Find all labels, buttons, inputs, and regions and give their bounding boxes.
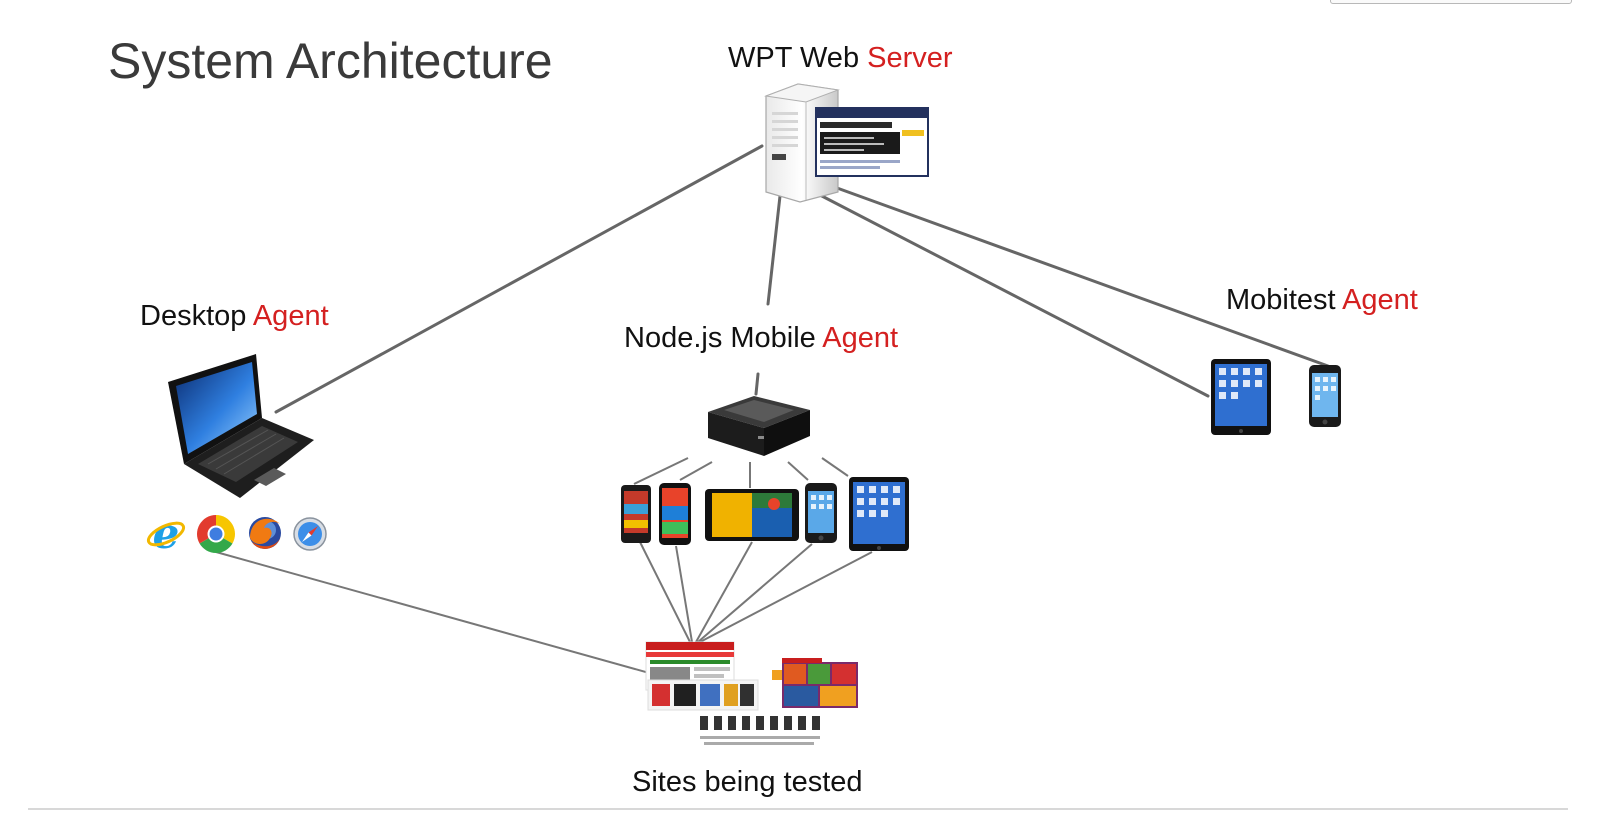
desktop-agent-label: Desktop Agent <box>140 300 329 333</box>
node-mobile-agent-label-accent: Agent <box>822 322 899 354</box>
slide-title: System Architecture <box>108 33 553 89</box>
slide-bottom-rule <box>28 808 1568 810</box>
nexus-phone-icon <box>659 483 691 545</box>
web-server-label-main: WPT Web <box>728 42 868 74</box>
firefox-icon <box>249 517 281 549</box>
tested-sites-collage <box>645 641 858 746</box>
internet-explorer-icon: e <box>146 512 186 554</box>
laptop-icon <box>168 354 314 498</box>
mobitest-ipad-icon <box>1211 359 1271 435</box>
node-mobile-agent-label-main: Node.js Mobile <box>624 322 823 354</box>
android-phone-icon <box>621 485 651 543</box>
desktop-agent-label-main: Desktop <box>140 300 253 332</box>
link-box-device-2 <box>679 461 713 481</box>
chrome-icon <box>197 515 235 553</box>
mobitest-agent-label-main: Mobitest <box>1226 284 1343 316</box>
sites-label: Sites being tested <box>632 766 863 798</box>
link-device-4-sites <box>697 543 813 643</box>
desktop-agent-label-accent: Agent <box>252 300 329 332</box>
mobitest-iphone-icon <box>1309 365 1341 427</box>
link-browsers-sites <box>215 551 661 677</box>
link-box-device-5 <box>821 457 849 477</box>
web-server-label: WPT Web Server <box>728 42 953 75</box>
link-device-1-sites <box>639 541 691 643</box>
link-server-desktop <box>274 144 764 414</box>
link-node-label-box <box>754 372 760 396</box>
window-frame-edge <box>1330 0 1572 4</box>
link-box-device-4 <box>787 461 809 481</box>
node-mobile-agent-label: Node.js Mobile Agent <box>624 322 898 355</box>
link-box-device-1 <box>633 457 689 485</box>
ipad-icon <box>849 477 909 551</box>
iphone-icon <box>805 483 837 543</box>
safari-icon <box>293 517 327 551</box>
mobitest-agent-label: Mobitest Agent <box>1226 284 1418 317</box>
link-device-5-sites <box>699 551 873 643</box>
link-server-phone <box>824 182 1330 368</box>
link-server-tablet <box>816 192 1210 398</box>
link-server-node-agent <box>766 194 782 306</box>
link-device-2-sites <box>675 545 693 643</box>
mobitest-agent-label-accent: Agent <box>1342 284 1418 316</box>
mobile-agent-hub-icon <box>708 396 810 456</box>
svg-text:e: e <box>153 512 180 554</box>
web-server-label-accent: Server <box>867 42 953 74</box>
link-device-3-sites <box>695 541 753 643</box>
server-icon <box>764 83 929 203</box>
nexus-tablet-icon <box>705 489 799 541</box>
